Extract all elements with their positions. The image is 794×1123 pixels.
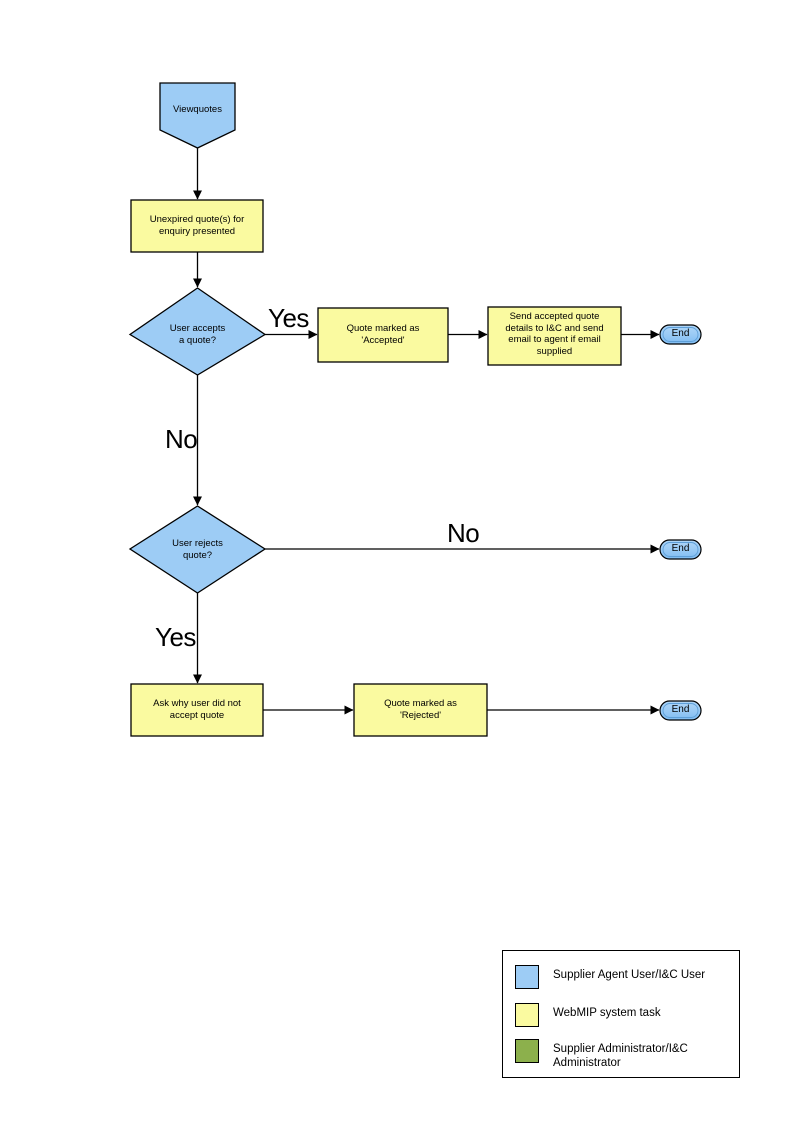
legend: Supplier Agent User/I&C User WebMIP syst… <box>502 950 740 1078</box>
legend-swatch-blue-icon <box>515 965 539 989</box>
edge-label-yes-rejects: Yes <box>155 622 196 652</box>
legend-item-supplier-admin: Supplier Administrator/I&C Administrator <box>515 1039 688 1070</box>
end-terminator-2-label: End <box>671 543 690 554</box>
node-send-accepted-details[interactable] <box>487 306 622 366</box>
node-unexpired-quotes[interactable] <box>130 199 264 253</box>
node-decision-user-rejects[interactable] <box>128 505 267 594</box>
legend-swatch-yellow-icon <box>515 1003 539 1027</box>
node-end-terminator-2[interactable] <box>659 539 702 560</box>
legend-label-supplier-admin: Supplier Administrator/I&C Administrator <box>553 1043 688 1069</box>
edge-label-no-accepts: No <box>165 424 198 454</box>
legend-label-webmip-task: WebMIP system task <box>553 1007 661 1019</box>
end-terminator-1-label: End <box>671 328 690 339</box>
edge-label-yes-accepts: Yes <box>268 303 309 333</box>
legend-label-supplier-agent: Supplier Agent User/I&C User <box>553 969 706 981</box>
edge-label-no-rejects: No <box>447 518 480 548</box>
legend-item-webmip-task: WebMIP system task <box>515 1003 661 1027</box>
end-inner-outline-2 <box>662 542 699 557</box>
node-quote-marked-accepted[interactable] <box>317 307 449 363</box>
end-inner-outline-3 <box>662 703 699 718</box>
end-inner-outline-1 <box>662 327 699 342</box>
legend-item-supplier-agent: Supplier Agent User/I&C User <box>515 965 705 989</box>
legend-swatch-green-icon <box>515 1039 539 1063</box>
node-start-viewquotes[interactable] <box>159 82 236 149</box>
node-end-terminator-1[interactable] <box>659 324 702 345</box>
node-ask-why-not-accepted[interactable] <box>130 683 264 737</box>
node-quote-marked-rejected[interactable] <box>353 683 488 737</box>
node-decision-user-accepts[interactable] <box>128 287 267 376</box>
end-terminator-3-label: End <box>671 704 690 715</box>
node-end-terminator-3[interactable] <box>659 700 702 721</box>
